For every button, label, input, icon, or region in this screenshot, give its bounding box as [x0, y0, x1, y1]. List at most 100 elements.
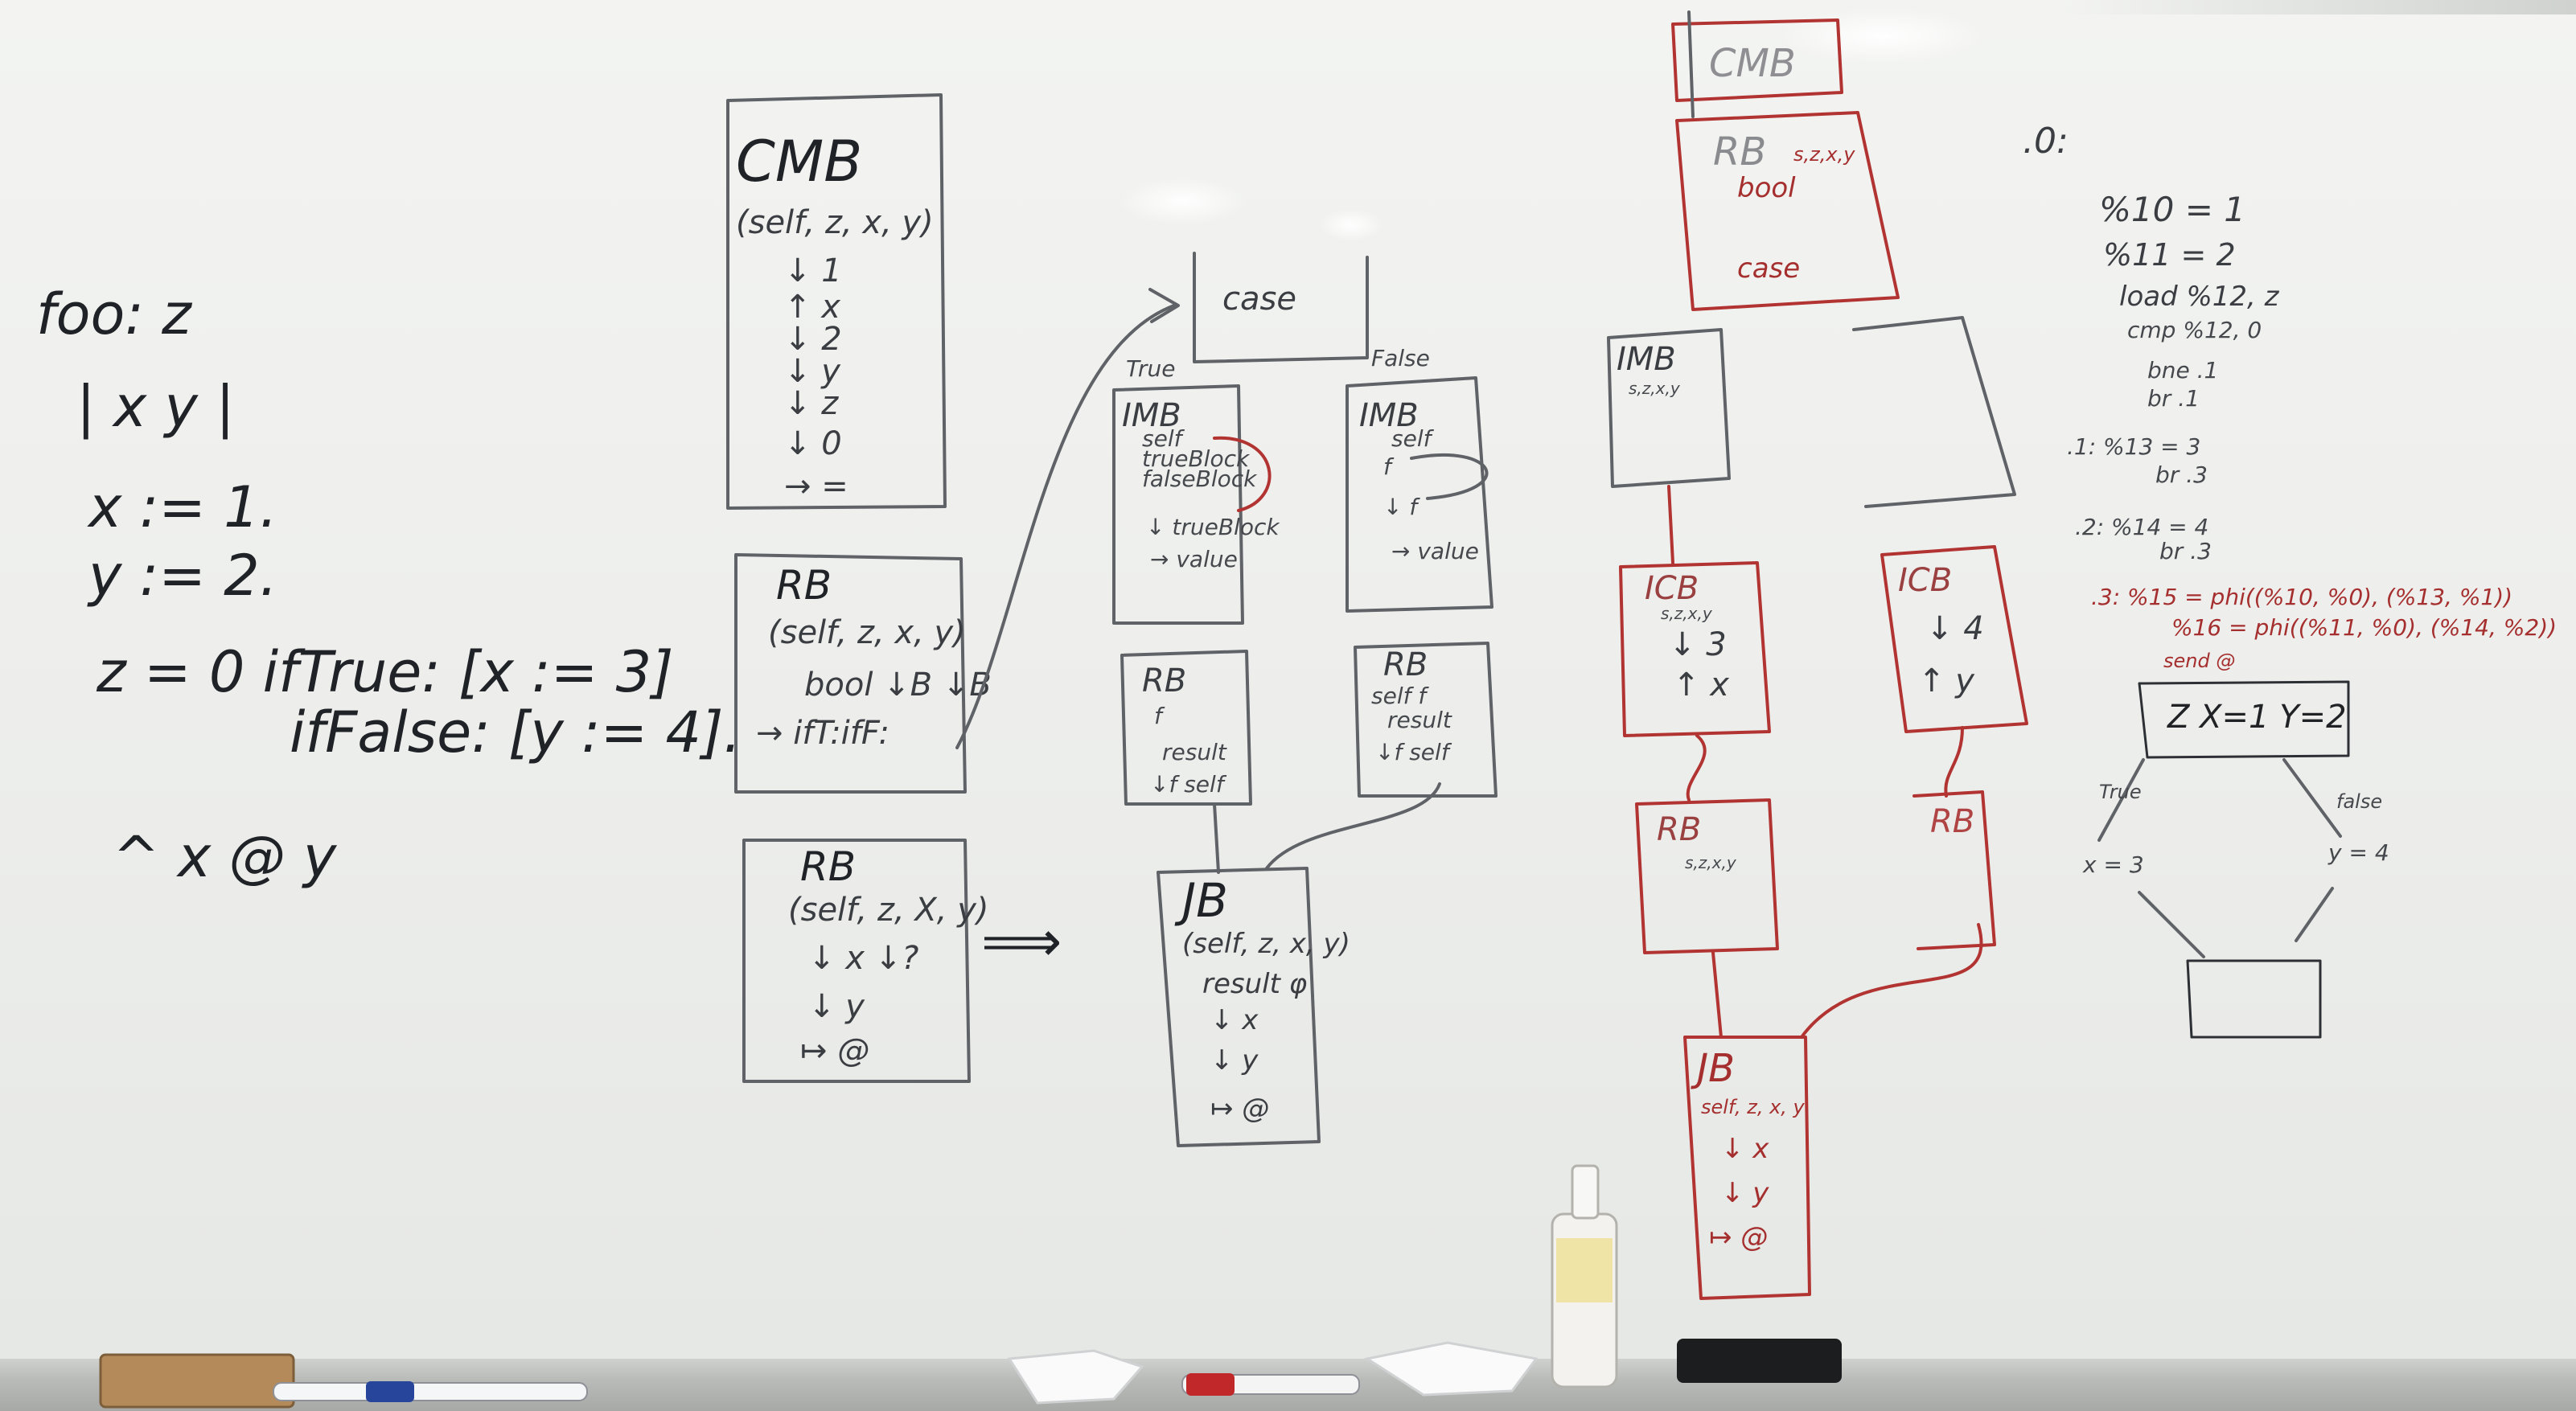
ir-line-9: br .3: [2159, 538, 2212, 564]
cmb-box: [726, 93, 947, 510]
case-box: [1193, 252, 1369, 363]
cfg-icb1-box: [1619, 561, 1771, 737]
cmb-stack-4: ↓ z: [784, 385, 839, 422]
rb1-line-0: bool ↓B ↓B: [804, 667, 992, 703]
rb-true-line-1: result: [1162, 739, 1227, 765]
diamond-left-node: x = 3: [2082, 851, 2144, 878]
cfg-jb-box: [1683, 1036, 1811, 1300]
cfg-icb2-title: ICB: [1898, 562, 1952, 599]
rb-true-line-0: f: [1154, 703, 1165, 729]
cfg-rb-title: RB: [1713, 129, 1766, 174]
code-line-2: | x y |: [76, 374, 235, 440]
rb2-line-0: ↓ x ↓?: [808, 940, 918, 977]
cfg-jb-line-1: ↓ x: [1721, 1133, 1769, 1165]
imb-false-loop: [1410, 453, 1489, 500]
true-branch-label: True: [1126, 355, 1175, 382]
tray-objects: [99, 1164, 1842, 1409]
case-label: case: [1222, 281, 1296, 318]
light-glare: [1118, 177, 1247, 225]
ir-line-1: %11 = 2: [2103, 237, 2236, 273]
cmb-stack-3: ↓ y: [784, 353, 841, 390]
jb-line-1: result φ: [1202, 968, 1308, 1000]
cfg-arrow-rb3-jb: [1800, 923, 1983, 1039]
cfg-icb2-line-1: ↑ y: [1918, 662, 1975, 699]
light-glare: [1777, 8, 1986, 64]
cfg-jb-line-2: ↓ y: [1721, 1177, 1769, 1209]
imb-true-title: IMB: [1122, 397, 1181, 434]
code-line-6: ifFalse: [y := 4].: [290, 699, 742, 765]
transform-arrow: ⟹: [981, 909, 1062, 974]
cfg-rb2-sub: s,z,x,y: [1685, 853, 1737, 872]
cmb-stack-0: ↓ 1: [784, 252, 842, 289]
cfg-rb-sub: s,z,x,y: [1793, 143, 1855, 166]
ir-header: .0:: [2023, 121, 2069, 162]
cmb-stack-6: → =: [784, 468, 848, 505]
rb-true-line-2: ↓f self: [1150, 771, 1227, 798]
cmb-stack-2: ↓ 2: [784, 321, 842, 358]
rb1-args: (self, z, x, y): [768, 614, 966, 651]
diamond-right-node: y = 4: [2327, 839, 2389, 866]
cleaner-bottle-label: [1556, 1238, 1613, 1302]
marker-blue: [273, 1382, 588, 1401]
ir-line-7: br .3: [2155, 461, 2208, 488]
diamond-top-label: Z X=1 Y=2: [2167, 699, 2347, 736]
jb-line-4: ↦ @: [1210, 1093, 1269, 1125]
ir-line-6: .1: %13 = 3: [2067, 433, 2200, 460]
code-line-1: foo: z: [36, 281, 193, 347]
cfg-imb-box: [1607, 328, 1731, 488]
diamond-top-box: [2138, 680, 2350, 759]
light-glare: [1319, 209, 1383, 241]
cfg-jb-line-0: self, z, x, y: [1701, 1096, 1806, 1118]
cfg-arrow-icb2-rb: [1944, 726, 1964, 798]
ir-line-4: bne .1: [2147, 357, 2218, 384]
imb-false-line-4: → value: [1391, 538, 1479, 564]
arrow-rb-true-to-jb: [1213, 802, 1220, 874]
ir-line-8: .2: %14 = 4: [2075, 514, 2208, 540]
imb-false-line-0: self: [1391, 425, 1435, 452]
imb-true-loop: [1213, 436, 1272, 512]
rb2-title: RB: [800, 843, 856, 890]
arrow-rb-false-to-jb: [1265, 782, 1441, 870]
cfg-cmb-box: [1671, 18, 1843, 102]
imb-false-title: IMB: [1359, 397, 1419, 434]
cfg-rb-box: [1675, 111, 1900, 311]
false-branch-label: False: [1371, 345, 1430, 371]
ir-line-0: %10 = 1: [2099, 190, 2245, 229]
source-code: foo: z | x y | x := 1. y := 2. z = 0 ifT…: [36, 281, 742, 890]
ir-line-5: br .1: [2147, 385, 2200, 412]
cmb-args: (self, z, x, y): [736, 204, 934, 241]
arrow-to-case: [955, 304, 1176, 749]
cfg-jb-title: JB: [1691, 1046, 1735, 1091]
ir-line-11: %16 = phi((%11, %0), (%14, %2)): [2171, 614, 2557, 641]
marker-red-cap: [1186, 1373, 1235, 1396]
rb-false-line-0: self f: [1371, 683, 1429, 709]
imb-true-line-1: trueBlock: [1142, 445, 1251, 472]
code-line-5: z = 0 ifTrue: [x := 3]: [96, 639, 673, 705]
ir-line-2: load %12, z: [2119, 281, 2280, 313]
cfg-rb3-box: [1912, 790, 1996, 950]
cfg-rb3-title: RB: [1930, 803, 1974, 840]
cfg-icb1-line-1: ↑ x: [1673, 667, 1729, 703]
imb-true-line-3: ↓ trueBlock: [1146, 514, 1280, 540]
cmb-stack-5: ↓ 0: [784, 425, 842, 462]
rb-false-line-2: ↓f self: [1375, 739, 1452, 765]
diamond-false-label: false: [2336, 790, 2382, 813]
diamond-true-label: True: [2099, 781, 2142, 803]
jb-line-3: ↓ y: [1210, 1044, 1259, 1077]
rb1-title: RB: [776, 562, 832, 609]
diamond-bottom-box: [2186, 959, 2322, 1039]
eraser-black: [1677, 1339, 1842, 1383]
rb1-line-1: → ifT:ifF:: [756, 715, 889, 752]
cfg-icb2-box: [1880, 545, 2028, 733]
code-line-7: ^ x @ y: [113, 824, 338, 890]
imb-true-line-2: falseBlock: [1142, 466, 1258, 492]
eraser-wooden: [99, 1353, 295, 1409]
diamond-edge-right-bottom: [2295, 887, 2334, 942]
jb-box: [1157, 867, 1321, 1147]
imb-true-box: [1112, 384, 1244, 625]
cfg-rb-bool: bool: [1737, 172, 1796, 204]
column-split-blocks: case True False IMB self trueBlock false…: [1112, 252, 1498, 1147]
arrow-to-case-head: [1148, 288, 1180, 323]
cfg-empty-box: [1852, 316, 2016, 508]
rb-false-box: [1354, 642, 1498, 798]
